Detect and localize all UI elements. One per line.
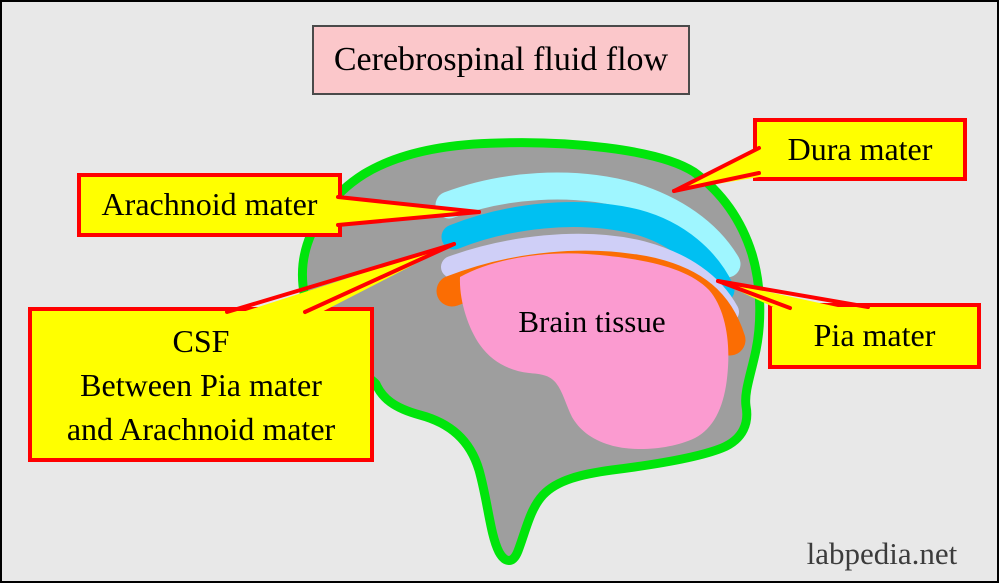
pia-label: Pia mater	[770, 305, 979, 367]
dura-label-text: Dura mater	[787, 130, 933, 167]
arachnoid-pointer-line-bottom	[336, 210, 481, 227]
watermark-text: labpedia.net	[806, 536, 958, 571]
dura-label: Dura mater	[755, 120, 965, 179]
pia-pointer-line-top	[716, 279, 870, 309]
csf-label-line1: CSF	[172, 322, 230, 359]
pia-pointer-line-bottom	[716, 279, 792, 310]
pointer-lines	[225, 146, 870, 314]
title-banner: Cerebrospinal fluid flow	[312, 25, 690, 95]
csf-label-box	[28, 307, 374, 462]
arachnoid-pointer-line-top	[336, 195, 481, 214]
csf-label: CSF Between Pia mater and Arachnoid mate…	[30, 309, 372, 460]
csf-pointer-line-bottom	[303, 242, 456, 314]
dura-mater-layer	[435, 172, 741, 278]
pia-label-box	[768, 303, 981, 369]
arachnoid-label: Arachnoid mater	[79, 175, 340, 235]
dura-pointer-line-top	[672, 146, 761, 193]
watermark: labpedia.net	[777, 535, 987, 573]
brain-tissue-label-text: Brain tissue	[518, 304, 666, 339]
pia-label-text: Pia mater	[813, 317, 936, 354]
csf-label-line3: and Arachnoid mater	[66, 410, 336, 447]
title-text: Cerebrospinal fluid flow	[333, 41, 669, 78]
csf-label-line2: Between Pia mater	[80, 366, 322, 403]
arachnoid-label-text: Arachnoid mater	[101, 186, 318, 223]
dura-pointer-line-bottom	[672, 171, 761, 193]
dura-label-box	[753, 118, 967, 181]
arachnoid-label-box	[77, 173, 342, 237]
brain-tissue-shape	[459, 253, 729, 450]
arachnoid-mater-layer	[441, 202, 735, 303]
arachnoid-pointer-wedge	[333, 195, 479, 227]
csf-pointer-line-top	[225, 242, 456, 314]
brain-tissue-label: Brain tissue	[472, 302, 712, 342]
